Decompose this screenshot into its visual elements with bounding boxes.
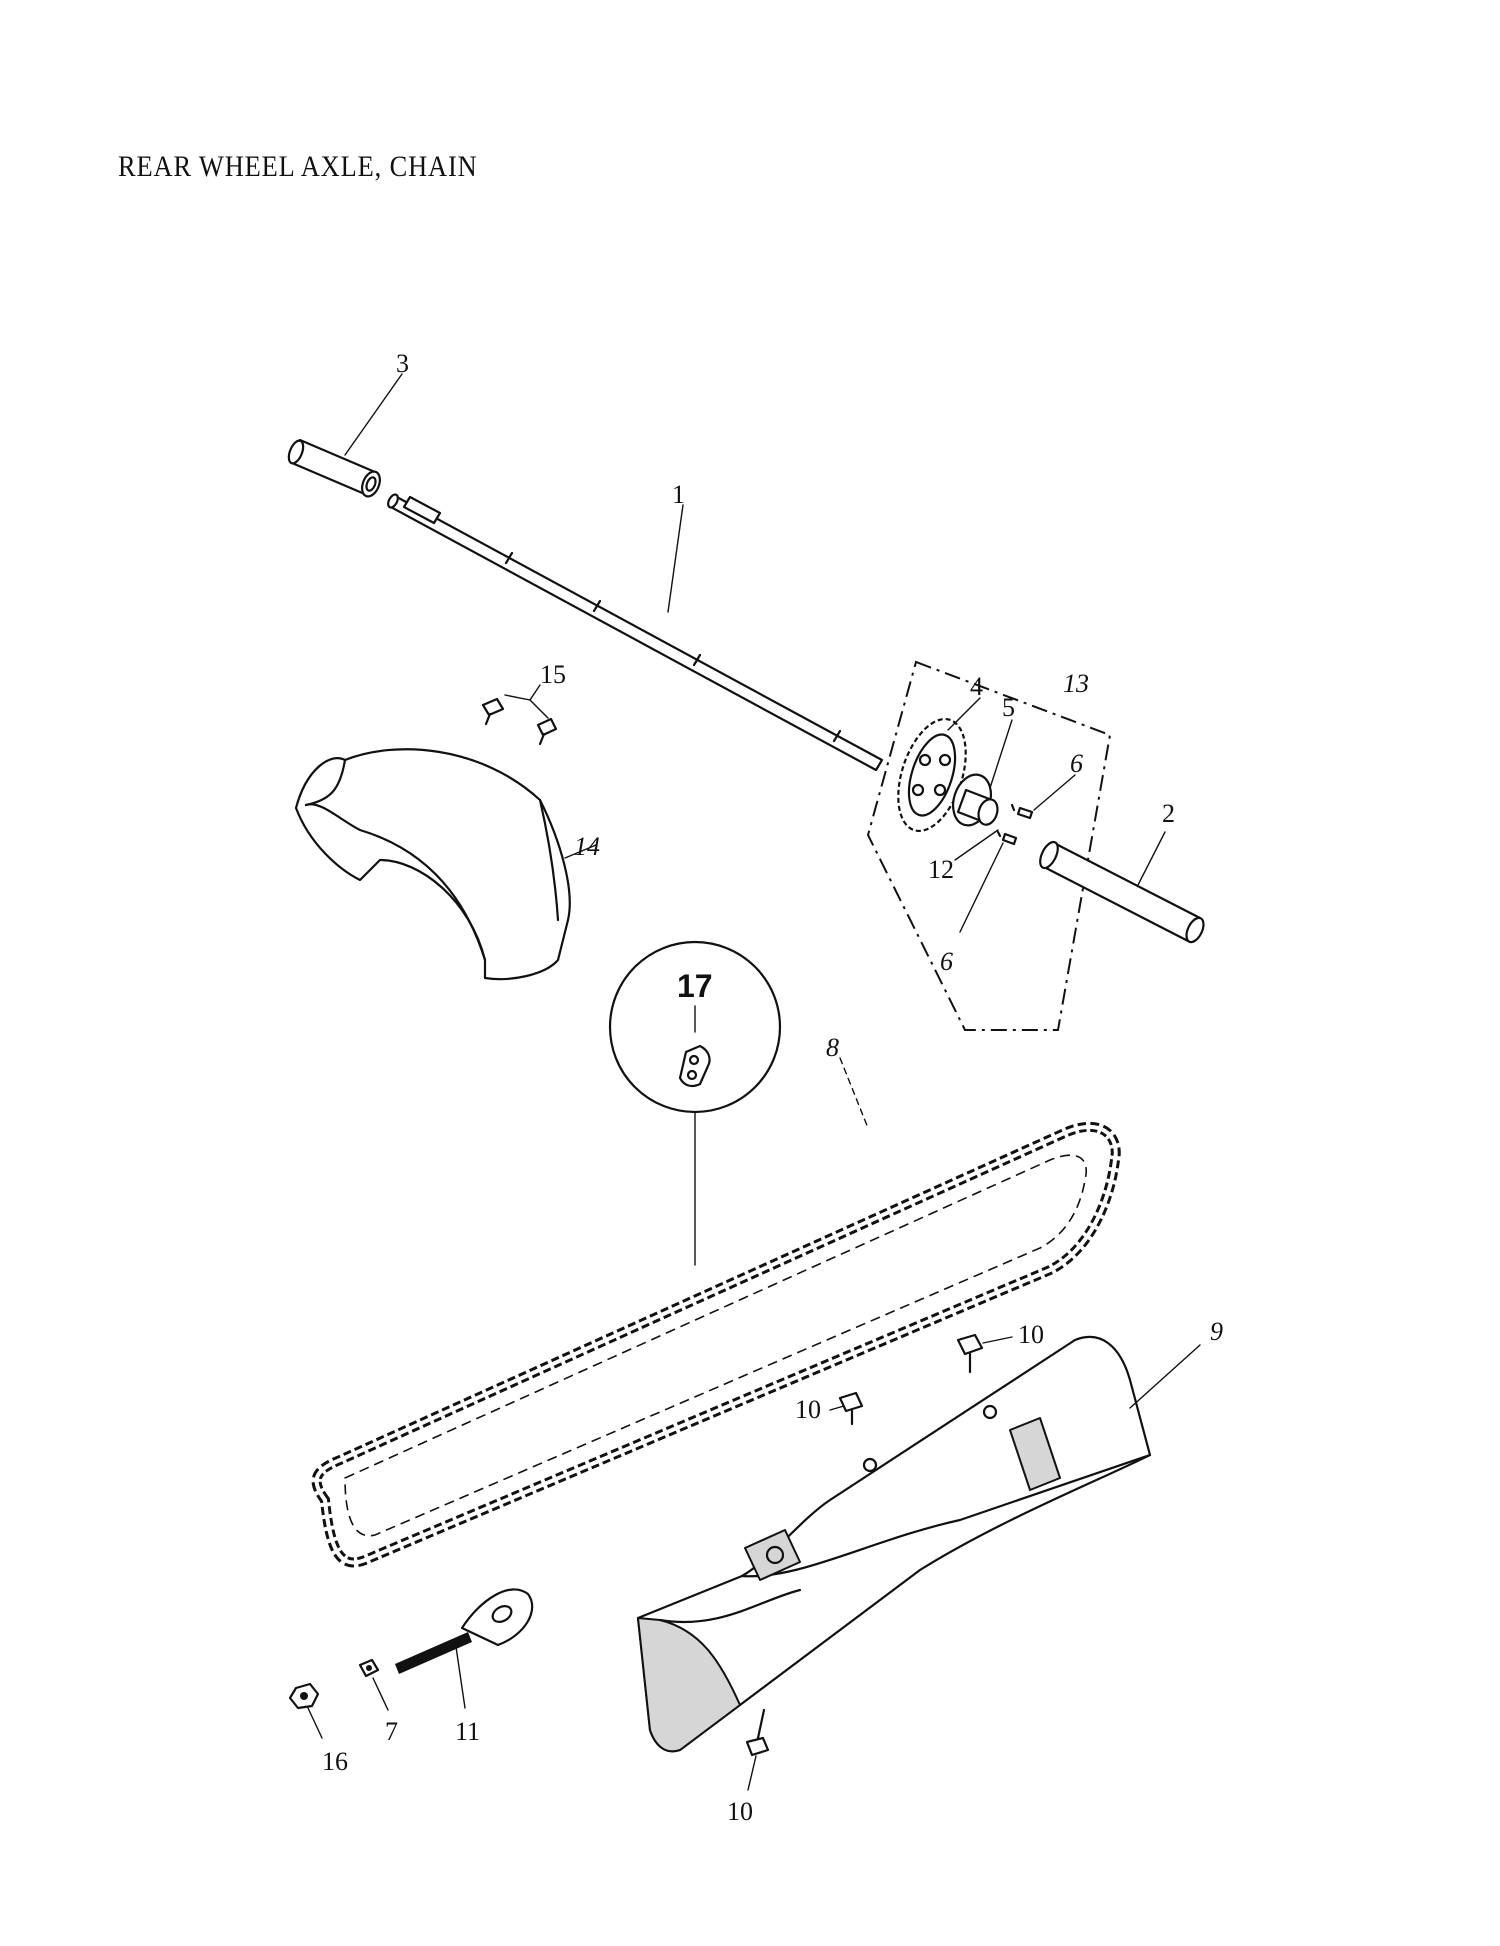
- diagram-title: REAR WHEEL AXLE, CHAIN: [118, 150, 478, 183]
- callout-7: 7: [385, 1717, 398, 1746]
- part-2-axle-sleeve: [1039, 840, 1205, 944]
- part-6-bolt-lower: [996, 830, 1018, 846]
- callout-10-bottom: 10: [727, 1797, 753, 1826]
- part-8-drive-chain: [311, 1121, 1121, 1568]
- callout-17: 17: [677, 968, 713, 1004]
- leader-6-upper: [1033, 774, 1076, 811]
- callout-3: 3: [396, 349, 409, 378]
- leader-3: [344, 373, 403, 456]
- part-10-bolt-right: [956, 1333, 984, 1374]
- callout-11: 11: [455, 1717, 480, 1746]
- part-17-master-link: [678, 1044, 711, 1088]
- leader-16: [307, 1707, 323, 1739]
- part-15-bolts: [481, 697, 558, 746]
- callout-10-middle: 10: [795, 1395, 821, 1424]
- leader-6-lower: [959, 842, 1004, 933]
- callout-14: 14: [574, 832, 600, 861]
- leader-1: [667, 504, 684, 613]
- callout-5: 5: [1002, 693, 1015, 722]
- leader-10-middle: [829, 1405, 845, 1411]
- part-6-bolt-upper: [1010, 803, 1034, 820]
- part-3-spacer: [287, 438, 381, 498]
- leader-5: [989, 719, 1013, 789]
- callout-16: 16: [322, 1747, 348, 1776]
- callout-8: 8: [826, 1033, 839, 1062]
- leader-4: [947, 697, 981, 731]
- callout-13: 13: [1063, 669, 1089, 698]
- callout-2: 2: [1162, 799, 1175, 828]
- callout-6-lower: 6: [940, 947, 953, 976]
- part-7-nut: [358, 1658, 380, 1678]
- leader-9: [1129, 1344, 1201, 1409]
- part-9-chain-guard: [636, 1335, 1152, 1753]
- part-5-hub: [951, 773, 999, 827]
- callout-1: 1: [672, 480, 685, 509]
- callout-10-right: 10: [1018, 1320, 1044, 1349]
- part-11-chain-adjuster: [395, 1588, 534, 1674]
- part-10-bolt-middle: [838, 1391, 864, 1426]
- part-10-bolt-bottom: [745, 1708, 770, 1757]
- leader-15b: [529, 699, 549, 719]
- leader-14: [564, 844, 597, 859]
- part-14-cover: [294, 748, 571, 981]
- leader-10-bottom: [747, 1755, 757, 1791]
- leader-15a: [504, 684, 541, 701]
- leader-10-right: [982, 1336, 1013, 1344]
- leader-8: [839, 1057, 869, 1129]
- leader-11: [454, 1639, 466, 1709]
- callout-4: 4: [970, 672, 983, 701]
- leader-2: [1137, 831, 1166, 886]
- callout-12: 12: [928, 855, 954, 884]
- callout-9: 9: [1210, 1317, 1223, 1346]
- part-1-rear-axle: [387, 493, 884, 772]
- callout-15: 15: [540, 660, 566, 689]
- assembly-13-boundary: [866, 660, 1112, 1031]
- callout-6-upper: 6: [1070, 749, 1083, 778]
- part-16-hex-nut: [288, 1682, 320, 1710]
- leader-12: [954, 829, 999, 861]
- leader-7: [372, 1677, 389, 1711]
